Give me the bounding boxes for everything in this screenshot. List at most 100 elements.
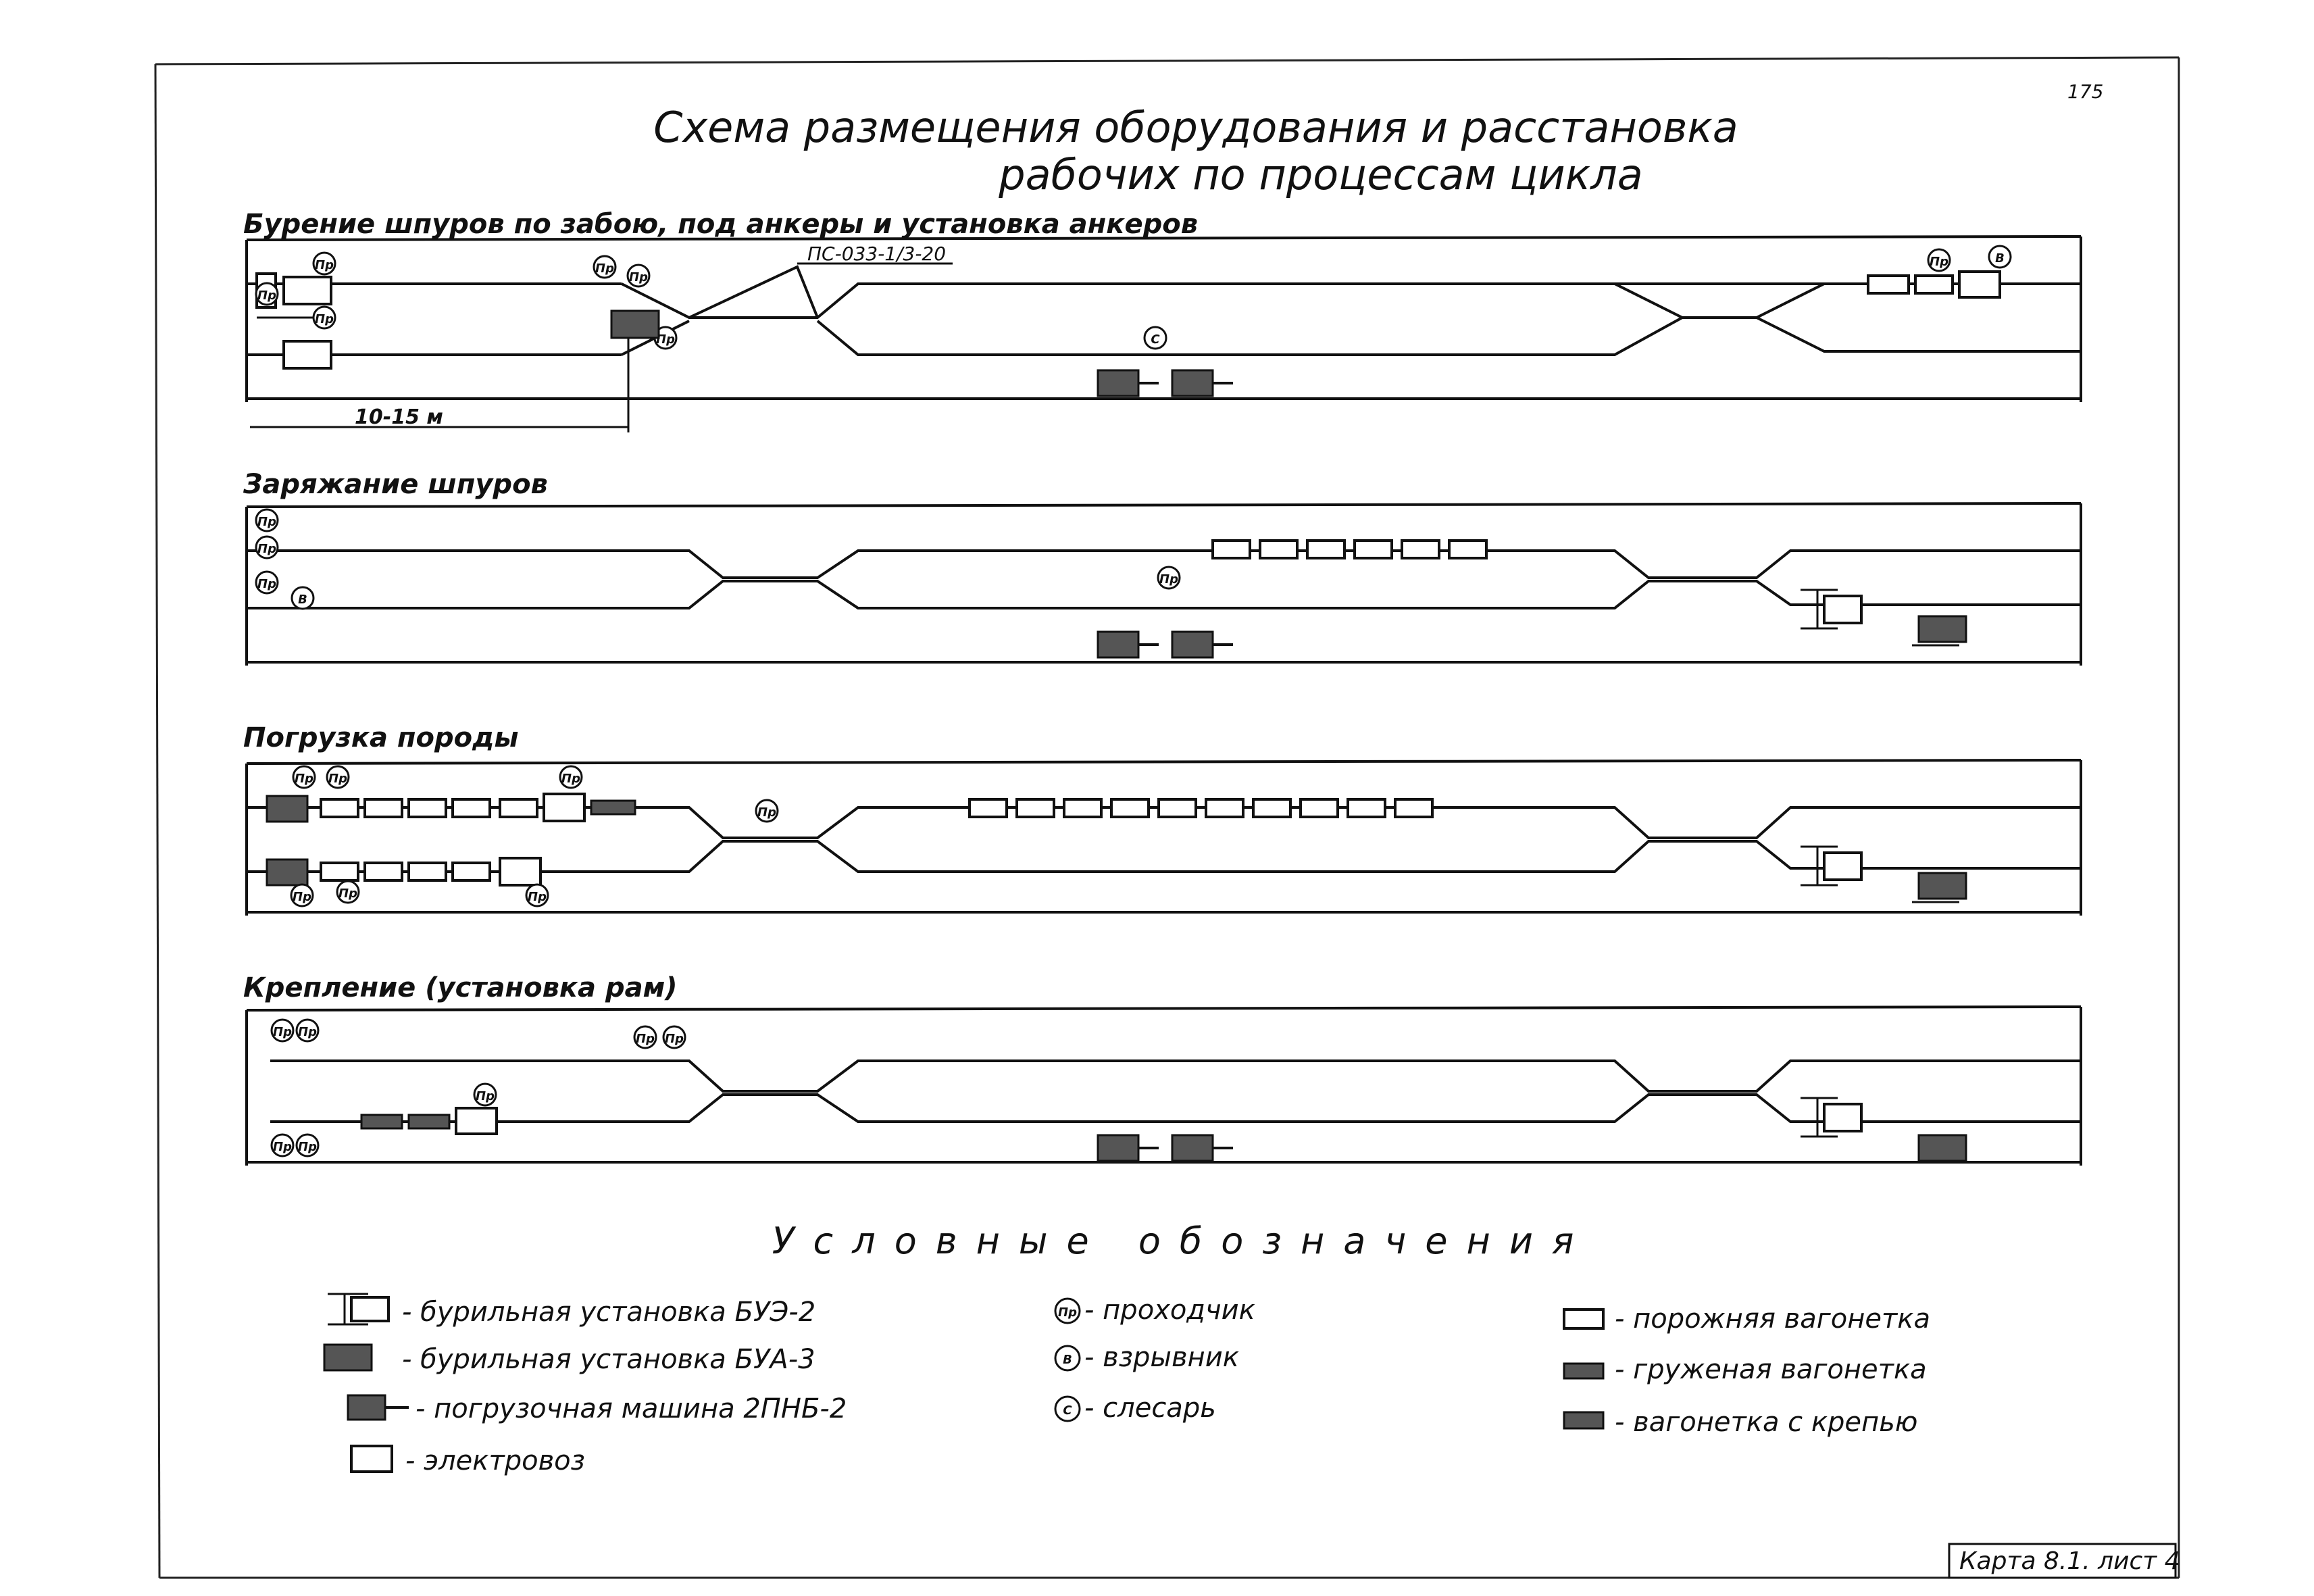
locomotive xyxy=(1958,270,2001,299)
miner-marker: Пр xyxy=(255,282,279,306)
empty-wagon xyxy=(363,862,403,882)
svg-text:Пр: Пр xyxy=(298,1025,317,1039)
empty-wagon xyxy=(320,862,359,882)
svg-text:Пр: Пр xyxy=(273,1025,292,1039)
svg-text:Пр: Пр xyxy=(561,772,580,786)
loader-machine xyxy=(266,795,309,823)
loader-icon xyxy=(347,1394,409,1421)
miner-icon: Пр xyxy=(1054,1297,1081,1324)
empty-wagon xyxy=(451,798,491,818)
empty-wagon-train xyxy=(968,798,1434,818)
miner-marker: Пр xyxy=(255,508,279,532)
svg-text:Пр: Пр xyxy=(636,1032,655,1046)
loader-machine xyxy=(1097,1134,1233,1162)
svg-text:Пр: Пр xyxy=(338,887,357,901)
empty-wagon xyxy=(451,862,491,882)
legend-text-bua: - бурильная установка БУА-3 xyxy=(402,1344,815,1375)
svg-text:Пр: Пр xyxy=(1058,1305,1077,1320)
section-drilling: Бурение шпуров по забою, под анкеры и ус… xyxy=(243,209,2082,432)
section-title-loading: Погрузка породы xyxy=(243,722,519,753)
diagram-title-line2: рабочих по процессам цикла xyxy=(998,150,1642,199)
drill-rig-bua xyxy=(610,309,660,339)
miner-marker: Пр xyxy=(662,1025,686,1049)
svg-text:Пр: Пр xyxy=(1159,572,1178,587)
miner-marker: Пр xyxy=(626,264,651,288)
drill-rig-buz xyxy=(1801,845,1863,887)
svg-text:Пр: Пр xyxy=(757,805,776,820)
miner-marker: Пр xyxy=(593,255,617,279)
miner-marker: Пр xyxy=(292,765,316,789)
svg-text:Пр: Пр xyxy=(528,890,547,904)
miner-marker: Пр xyxy=(1927,248,1951,272)
miner-marker: Пр xyxy=(633,1025,657,1049)
empty-wagon-icon xyxy=(1563,1308,1605,1330)
drill-rig-buz xyxy=(282,276,332,305)
drill-rig-bua xyxy=(1917,615,1967,643)
footer-stamp: Карта 8.1. лист 4 xyxy=(1948,1543,2180,1579)
empty-wagon xyxy=(1914,274,1954,295)
fitter-icon: С xyxy=(1054,1395,1081,1422)
miner-marker: Пр xyxy=(525,883,549,907)
empty-wagon xyxy=(363,798,403,818)
empty-wagon xyxy=(320,798,359,818)
drill-rig-buz-2 xyxy=(282,340,332,370)
svg-text:В: В xyxy=(1063,1353,1072,1367)
svg-text:Пр: Пр xyxy=(257,577,276,591)
miner-marker: Пр xyxy=(473,1082,497,1107)
miner-marker: Пр xyxy=(755,799,779,823)
svg-text:С: С xyxy=(1063,1403,1072,1418)
legend-text-empty-wagon: - порожняя вагонетка xyxy=(1615,1303,1930,1335)
drill-rig-buz xyxy=(1801,589,1863,630)
empty-wagon xyxy=(1867,274,1910,295)
legend-text-blaster: - взрывник xyxy=(1084,1342,1239,1373)
diagram-title-line1: Схема размещения оборудования и расстано… xyxy=(653,103,1738,152)
miner-marker: Пр xyxy=(312,251,336,276)
legend-text-fitter: - слесарь xyxy=(1084,1393,1216,1424)
section-title-charging: Заряжание шпуров xyxy=(243,469,548,500)
legend-text-locomotive: - электровоз xyxy=(405,1445,585,1476)
svg-text:Пр: Пр xyxy=(257,289,276,303)
svg-text:Пр: Пр xyxy=(315,312,334,326)
blaster-icon: В xyxy=(1054,1345,1081,1372)
svg-text:С: С xyxy=(1151,332,1160,347)
miner-marker: Пр xyxy=(559,765,583,789)
empty-wagon xyxy=(407,798,447,818)
miner-marker: Пр xyxy=(653,326,678,350)
blaster-marker: В xyxy=(291,586,315,610)
support-wagon xyxy=(407,1114,451,1130)
svg-text:Пр: Пр xyxy=(315,258,334,272)
drill-rig-bua xyxy=(1917,1134,1967,1162)
empty-wagon xyxy=(407,862,447,882)
svg-text:Пр: Пр xyxy=(298,1140,317,1154)
svg-text:Пр: Пр xyxy=(295,772,313,786)
miner-marker: Пр xyxy=(270,1133,295,1157)
svg-text:В: В xyxy=(1995,251,2005,266)
buz-drill-icon xyxy=(328,1293,390,1326)
dimension-label: 10-15 м xyxy=(355,405,443,429)
loaded-wagon-icon xyxy=(1563,1362,1605,1380)
drill-rig-bua xyxy=(1917,872,1967,900)
legend-text-support-wagon: - вагонетка с крепью xyxy=(1615,1407,1917,1438)
svg-text:Пр: Пр xyxy=(273,1140,292,1154)
empty-wagon-train xyxy=(1211,539,1488,559)
miner-marker: Пр xyxy=(312,305,336,330)
locomotive xyxy=(543,793,586,822)
miner-marker: Пр xyxy=(295,1133,320,1157)
section-loading: Погрузка породы Пр Пр Пр Пр Пр Пр Пр xyxy=(243,722,2082,916)
legend-title: Условные обозначения xyxy=(772,1220,1593,1262)
section-title-support: Крепление (установка рам) xyxy=(243,972,678,1003)
footer-label: Карта 8.1. лист 4 xyxy=(1959,1547,2180,1575)
legend: Условные обозначения - бурильная установ… xyxy=(323,1220,1930,1476)
section-support: Крепление (установка рам) Пр Пр Пр Пр Пр… xyxy=(243,972,2082,1166)
svg-text:Пр: Пр xyxy=(293,890,311,904)
svg-text:Пр: Пр xyxy=(629,270,648,284)
miner-marker: Пр xyxy=(295,1018,320,1043)
bua-drill-icon xyxy=(323,1343,373,1372)
miner-marker: Пр xyxy=(1157,566,1181,590)
svg-text:Пр: Пр xyxy=(476,1089,495,1103)
svg-text:Пр: Пр xyxy=(1930,255,1948,269)
legend-text-loaded-wagon: - груженая вагонетка xyxy=(1615,1354,1927,1385)
locomotive xyxy=(499,857,542,887)
section-title-drilling: Бурение шпуров по забою, под анкеры и ус… xyxy=(243,209,1198,240)
